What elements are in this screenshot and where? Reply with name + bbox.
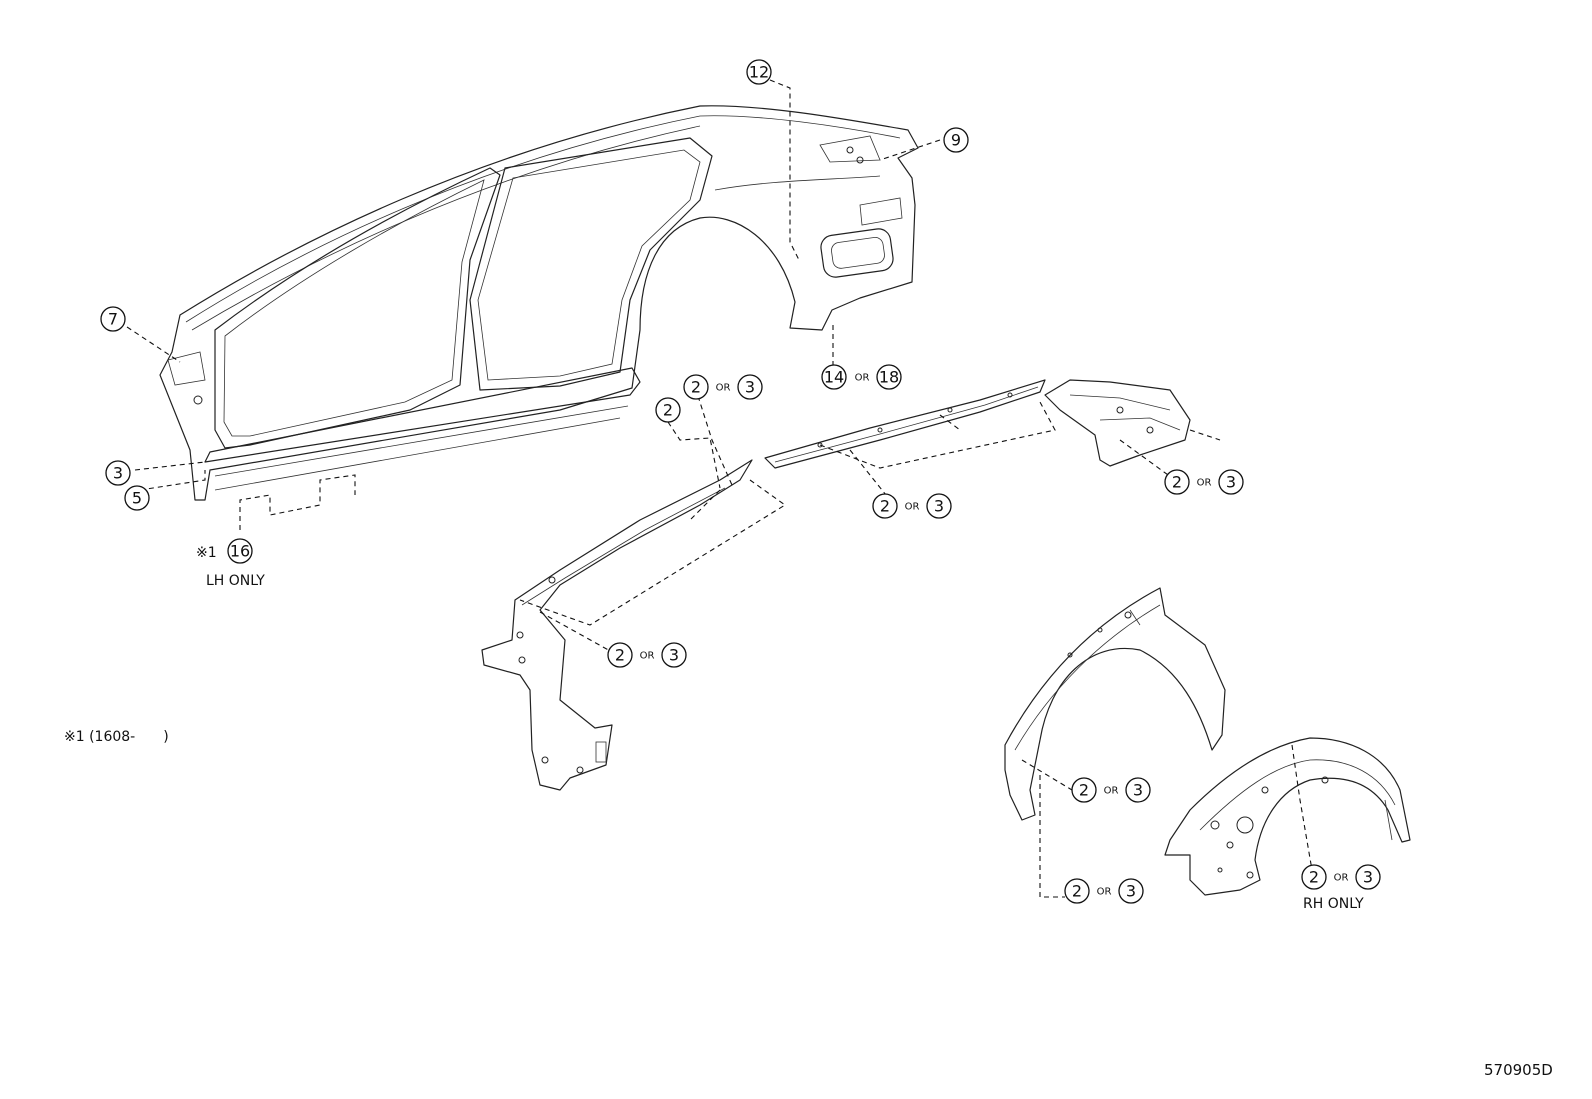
- callout-12-number: 12: [749, 63, 769, 82]
- callout-9: 9: [943, 127, 969, 153]
- callout-2-single: 2: [655, 397, 681, 423]
- callout-3-number: 3: [113, 464, 123, 483]
- or-connector: OR: [905, 502, 920, 513]
- callout-2-number: 2: [1309, 868, 1319, 887]
- callout-16-note: ※1 16 LH ONLY: [196, 538, 265, 589]
- callout-2-or-3-a: 2 OR 3: [683, 374, 763, 400]
- callout-2-number: 2: [663, 401, 673, 420]
- callout-2-number: 2: [1079, 781, 1089, 800]
- or-connector: OR: [1097, 887, 1112, 898]
- callout-3-number: 3: [1133, 781, 1143, 800]
- note-mark: ※1: [196, 545, 217, 561]
- or-connector: OR: [1104, 786, 1119, 797]
- callout-3-side: 3: [105, 460, 131, 486]
- or-connector: OR: [855, 373, 870, 384]
- callout-3-number: 3: [1126, 882, 1136, 901]
- lh-only-label: LH ONLY: [206, 573, 265, 589]
- callout-5: 5: [124, 485, 150, 511]
- footnote-note: ※1 (1608- ): [64, 729, 169, 745]
- or-connector: OR: [640, 651, 655, 662]
- callout-2-or-3-d: 2 OR 3: [607, 642, 687, 668]
- callout-18-number: 18: [879, 368, 899, 387]
- leader-lines: [126, 79, 1313, 898]
- callout-2-or-3-b: 2 OR 3: [872, 493, 952, 519]
- front-apron-upper-member: [481, 459, 753, 791]
- rh-only-label: RH ONLY: [1303, 896, 1364, 912]
- or-connector: OR: [716, 383, 731, 394]
- roof-side-inner-rail: [764, 379, 1046, 469]
- callout-3-number: 3: [669, 646, 679, 665]
- front-wheel-house-panel: [1004, 587, 1226, 821]
- callout-2-number: 2: [615, 646, 625, 665]
- body-side-outer-panel: [159, 105, 919, 501]
- callout-7: 7: [100, 306, 126, 332]
- callout-3-number: 3: [934, 497, 944, 516]
- callout-2-or-3-c: 2 OR 3: [1164, 469, 1244, 495]
- callout-2-number: 2: [1172, 473, 1182, 492]
- callout-2-number: 2: [1072, 882, 1082, 901]
- callout-14-number: 14: [824, 368, 844, 387]
- or-connector: OR: [1197, 478, 1212, 489]
- rear-wheel-house-panel: [1164, 737, 1411, 896]
- or-connector: OR: [1334, 873, 1349, 884]
- callout-2-or-3-g: 2 OR 3 RH ONLY: [1301, 864, 1381, 912]
- callout-2-number: 2: [880, 497, 890, 516]
- callout-5-number: 5: [132, 489, 142, 508]
- callout-2-or-3-e: 2 OR 3: [1071, 777, 1151, 803]
- callout-14-or-18: 14 OR 18: [821, 364, 902, 390]
- diagram-code: 570905D: [1484, 1061, 1553, 1079]
- callout-3-number: 3: [1226, 473, 1236, 492]
- callout-7-number: 7: [108, 310, 118, 329]
- callout-2-or-3-f: 2 OR 3: [1064, 878, 1144, 904]
- callout-12: 12: [746, 59, 772, 85]
- callout-3-number: 3: [745, 378, 755, 397]
- callout-9-number: 9: [951, 131, 961, 150]
- callout-3-number: 3: [1363, 868, 1373, 887]
- callout-16-number: 16: [230, 542, 250, 561]
- callout-2-number: 2: [691, 378, 701, 397]
- quarter-inner-upper-panel: [1044, 379, 1191, 467]
